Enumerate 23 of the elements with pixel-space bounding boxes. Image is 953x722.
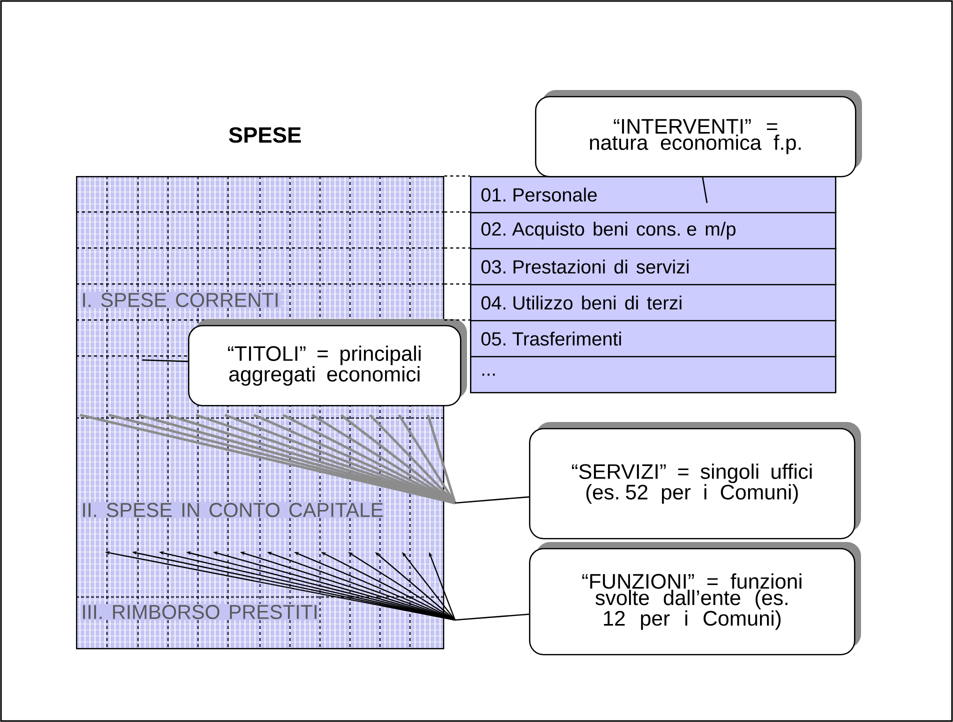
list-row: 03. Prestazioni di servizi <box>470 248 836 286</box>
connector-line <box>444 247 470 249</box>
list-row: 04. Utilizzo beni di terzi <box>470 284 836 322</box>
connector-line <box>444 211 470 213</box>
connector-line <box>444 319 470 321</box>
list-row: 05. Trasferimenti <box>470 320 836 358</box>
callout-bubble: “INTERVENTI” = natura economica f.p. <box>535 90 862 178</box>
leader-line <box>454 496 530 504</box>
section-label: II. SPESE IN CONTO CAPITALE <box>80 502 385 518</box>
list-row: ... <box>470 356 836 394</box>
leader-line <box>142 359 188 362</box>
list-row: 02. Acquisto beni cons. e m/p <box>470 212 836 250</box>
leader-line <box>454 614 530 621</box>
leader-line <box>702 177 708 204</box>
connector-line <box>444 175 470 177</box>
list-row: 01. Personale <box>470 176 836 214</box>
panel-title: SPESE <box>228 127 301 143</box>
callout-bubble: “SERVIZI” = singoli uffici (es. 52 per i Comuni) <box>529 422 861 540</box>
connector-line <box>444 283 470 285</box>
section-label: III. RIMBORSO PRESTITI <box>80 604 320 620</box>
callout-bubble: “TITOLI” = principali aggregati economici <box>188 319 467 406</box>
section-label: I. SPESE CORRENTI <box>80 292 280 308</box>
callout-bubble: “FUNZIONI” = funzioni svolte dall’ente (es. 12 per i Comuni) <box>529 542 861 656</box>
